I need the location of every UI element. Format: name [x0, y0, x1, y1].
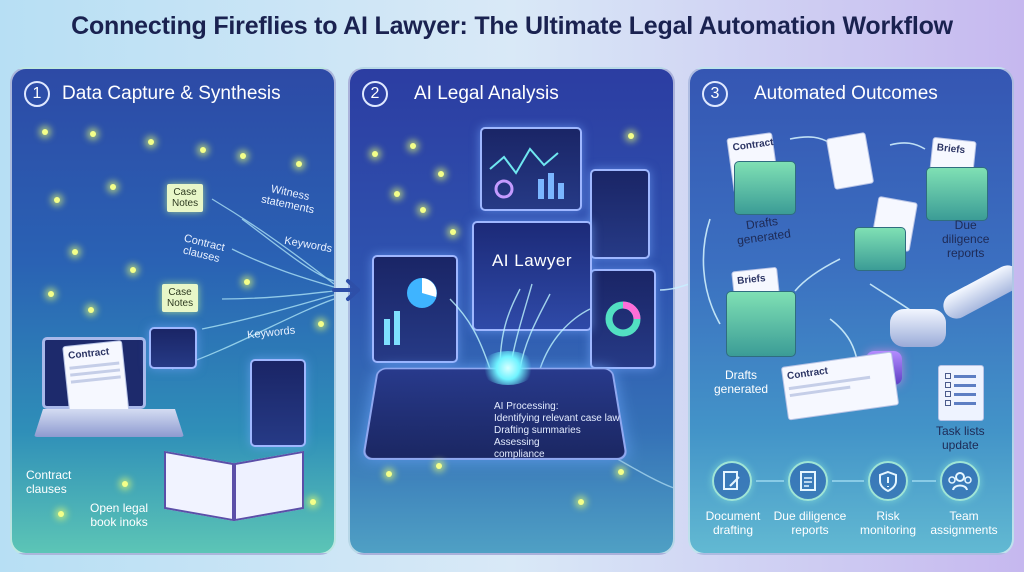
firefly: [48, 291, 54, 297]
robot-arm: [880, 260, 1012, 379]
panel-header: 1 Data Capture & Synthesis: [24, 81, 281, 107]
panel-title: Data Capture & Synthesis: [62, 83, 281, 104]
task-lists-label: Task lists update: [936, 424, 985, 452]
panel-data-capture: 1 Data Capture & Synthesis Case Notes Ca…: [10, 67, 336, 555]
panel-title: Automated Outcomes: [754, 83, 938, 104]
shield-alert-icon: [868, 461, 908, 501]
open-legal-book: [164, 447, 304, 525]
task-list-icon: [938, 365, 984, 421]
panel-ai-analysis: 2 AI Legal Analysis AI Lawyer: [348, 67, 675, 555]
firefly: [296, 161, 302, 167]
team-icon: [940, 461, 980, 501]
folder-icon: [854, 227, 906, 271]
firefly: [310, 499, 316, 505]
network-screen: [590, 169, 650, 259]
firefly: [394, 191, 400, 197]
page-title: Connecting Fireflies to AI Lawyer: The U…: [71, 12, 953, 40]
report-icon: [788, 461, 828, 501]
firefly: [110, 184, 116, 190]
folder-icon: [926, 167, 988, 221]
firefly: [372, 151, 378, 157]
folder-icon: [726, 291, 796, 357]
firefly: [42, 129, 48, 135]
code-window: [250, 359, 306, 447]
arrow-right-icon: [332, 279, 360, 301]
contract-clauses-label: Contract clauses: [26, 468, 72, 496]
firefly: [450, 229, 456, 235]
outcome-label: Team assignments: [930, 509, 998, 537]
panel-header: 2 AI Legal Analysis: [362, 81, 559, 107]
panel-outcomes: 3 Automated Outcomes Contract Briefs Dra…: [688, 67, 1014, 555]
firefly: [88, 307, 94, 313]
outcome-label: Due diligence reports: [773, 509, 847, 537]
firefly: [318, 321, 324, 327]
firefly: [148, 139, 154, 145]
due-diligence-label: Due diligence reports: [942, 218, 990, 260]
line-chart-icon: [489, 147, 564, 199]
document-edit-icon: [712, 461, 752, 501]
chart-screen: [480, 127, 582, 211]
firefly: [130, 267, 136, 273]
ai-lawyer-label: AI Lawyer: [491, 251, 573, 270]
processing-streams: [449, 283, 673, 489]
outcome-label: Risk monitoring: [859, 509, 917, 537]
processing-text: AI Processing: Identifying relevant case…: [494, 401, 620, 460]
drafts-generated-label: Drafts generated: [714, 368, 769, 396]
firefly: [436, 463, 442, 469]
laptop: Contract: [34, 337, 186, 447]
firefly: [72, 249, 78, 255]
panel-title: AI Legal Analysis: [414, 83, 559, 104]
firefly: [200, 147, 206, 153]
firefly: [240, 153, 246, 159]
firefly: [54, 197, 60, 203]
data-flow-lines: [171, 198, 334, 370]
firefly: [90, 131, 96, 137]
legal-book-label: Open legal book inoks: [90, 501, 149, 529]
firefly: [628, 133, 634, 139]
donut-chart-icon: [605, 301, 641, 337]
core-glow: [480, 351, 536, 385]
case-notes-card: Case Notes: [167, 184, 203, 212]
firefly: [244, 279, 250, 285]
firefly: [58, 511, 64, 517]
pie-chart-icon: [384, 278, 437, 345]
outcome-chevrons: [756, 480, 936, 482]
firefly: [122, 481, 128, 487]
case-notes-card: Case Notes: [162, 284, 198, 312]
firefly: [386, 471, 392, 477]
panel-header: 3 Automated Outcomes: [702, 81, 938, 107]
firefly: [578, 499, 584, 505]
data-window: [149, 327, 197, 369]
step-number: 1: [24, 81, 50, 107]
dashboard-screen: [372, 255, 458, 363]
analytics-screen: [590, 269, 656, 369]
firefly: [420, 207, 426, 213]
outcome-label: Document drafting: [705, 509, 761, 537]
firefly: [618, 469, 624, 475]
step-number: 2: [362, 81, 388, 107]
firefly: [410, 143, 416, 149]
folder-icon: [734, 161, 796, 215]
step-number: 3: [702, 81, 728, 107]
firefly: [438, 171, 444, 177]
